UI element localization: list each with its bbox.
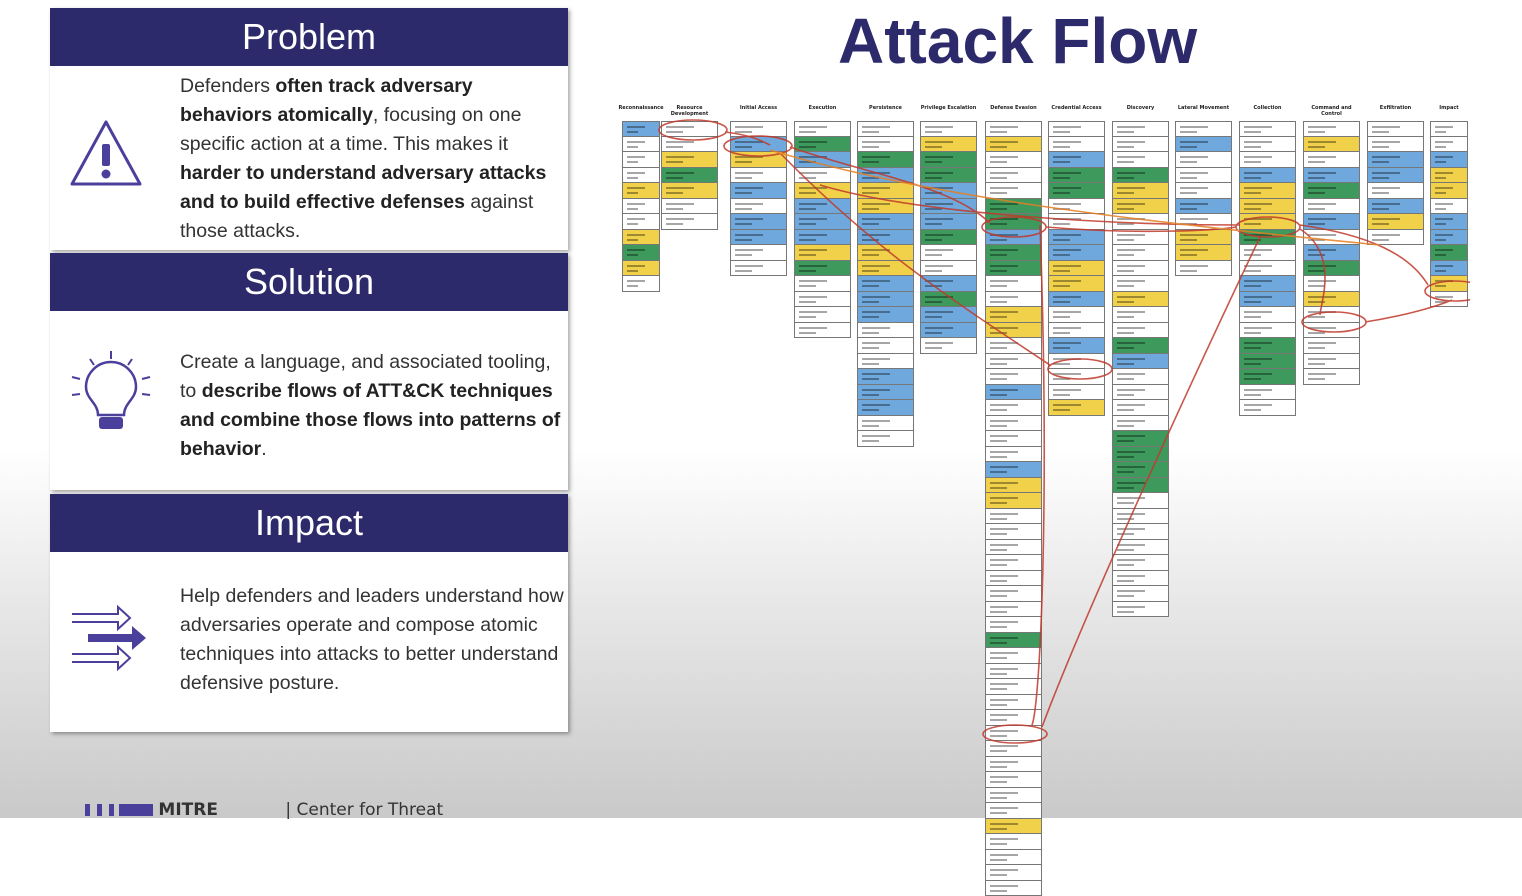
flow-edge (1032, 225, 1044, 725)
mitre-logo-text: MITRE (158, 800, 218, 820)
flow-node (1048, 359, 1112, 379)
problem-text: Defenders often track adversary behavior… (180, 72, 564, 246)
technique-cell[interactable] (985, 803, 1042, 819)
flow-edge (1365, 300, 1452, 322)
flow-node (983, 725, 1047, 743)
attack-flow-overlay (620, 105, 1470, 795)
text-segment: describe flows of ATT&CK techniques and … (180, 380, 560, 460)
impact-panel: Impact Help defenders and leaders unders… (50, 494, 568, 732)
text-segment: . (261, 438, 266, 460)
solution-text: Create a language, and associated toolin… (180, 348, 564, 464)
text-segment: Help defenders and leaders understand ho… (180, 585, 564, 694)
technique-cell[interactable] (985, 834, 1042, 850)
arrows-icon (70, 604, 150, 674)
lightbulb-icon (68, 349, 154, 439)
technique-cell[interactable] (985, 819, 1042, 835)
footer-org: | Center for Threat (285, 800, 443, 820)
flow-node (982, 217, 1046, 237)
flow-edge (1042, 237, 1260, 727)
problem-panel: Problem Defenders often track adversary … (50, 8, 568, 250)
flow-edge (770, 150, 1380, 245)
flow-node (659, 120, 727, 140)
flow-edge (725, 132, 770, 145)
text-segment: Defenders (180, 75, 275, 97)
technique-cell[interactable] (985, 865, 1042, 881)
slide-title: Attack Flow (838, 4, 1197, 78)
solution-heading: Solution (50, 253, 568, 311)
flow-node (1302, 312, 1366, 332)
mitre-logo-bars (85, 804, 153, 816)
warning-icon (68, 116, 144, 192)
flow-edge (1300, 229, 1325, 315)
footer: MITRE | Center for Threat (85, 800, 443, 820)
technique-cell[interactable] (985, 881, 1042, 896)
impact-heading: Impact (50, 494, 568, 552)
technique-cell[interactable] (985, 850, 1042, 866)
flow-node (1425, 281, 1470, 301)
impact-text: Help defenders and leaders understand ho… (180, 582, 564, 698)
problem-heading: Problem (50, 8, 568, 66)
solution-panel: Solution Create a language, and associat… (50, 253, 568, 490)
flow-edge (1300, 225, 1428, 285)
